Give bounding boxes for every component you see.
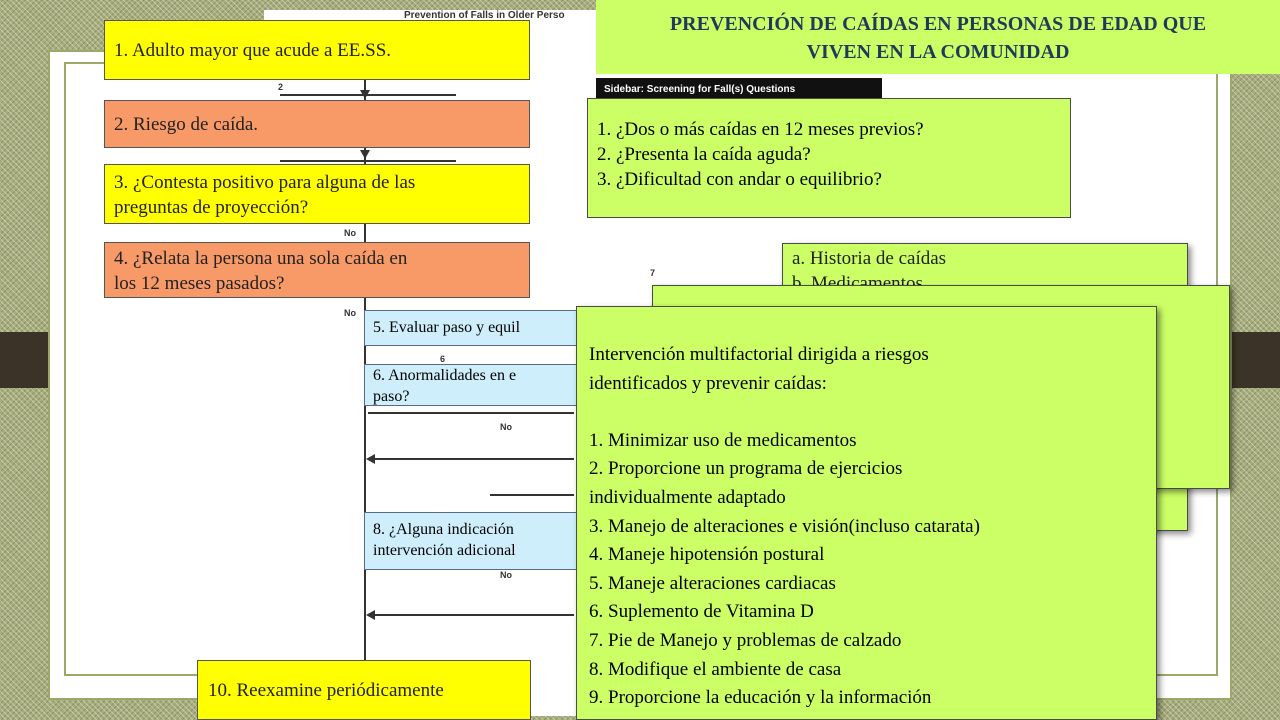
flow-arrow-2 — [360, 150, 370, 159]
intervention-item: individualmente adaptado — [589, 486, 786, 508]
flow-line-branch-5 — [490, 494, 574, 496]
step-6-text-line-1: 6. Anormalidades en e — [373, 367, 517, 384]
flow-line-branch-1 — [280, 94, 456, 96]
flow-arrow-left-2 — [366, 610, 375, 620]
assessment-item-b-overlay: b. Medicamentos — [792, 273, 923, 284]
slide-title-line-1: PREVENCIÓN DE CAÍDAS EN PERSONAS DE EDAD… — [669, 13, 1207, 35]
step-5-box: 5. Evaluar paso y equil — [364, 310, 578, 346]
step-3-text-line-1: 3. ¿Contesta positivo para alguna de las — [114, 172, 416, 193]
step-8-text-line-1: 8. ¿Alguna indicación — [373, 521, 514, 538]
intervention-box: Intervención multifactorial dirigida a r… — [576, 306, 1157, 720]
step-8-text-line-2: intervención adicional — [373, 542, 516, 559]
flow-line-branch-6 — [372, 614, 574, 616]
step-number-6: 6 — [440, 354, 446, 364]
step-number-7: 7 — [650, 268, 656, 278]
step-4-text-line-1: 4. ¿Relata la persona una sola caída en — [114, 248, 408, 269]
step-2-text: 2. Riesgo de caída. — [114, 114, 259, 135]
no-label: No — [344, 228, 356, 238]
step-8-box: 8. ¿Alguna indicación intervención adici… — [364, 512, 578, 570]
step-2-box: 2. Riesgo de caída. — [104, 100, 530, 148]
no-label: No — [500, 570, 512, 580]
intervention-item: 4. Maneje hipotensión postural — [589, 544, 825, 566]
slide-title: PREVENCIÓN DE CAÍDAS EN PERSONAS DE EDAD… — [596, 10, 1280, 66]
background-doc-heading: Prevention of Falls in Older Perso — [404, 10, 565, 21]
assessment-item-a-overlay: a. Historia de caídas — [792, 248, 947, 269]
intervention-item: 5. Maneje alteraciones cardiacas — [589, 572, 836, 594]
background-sidebar-heading: Sidebar: Screening for Fall(s) Questions — [604, 84, 796, 95]
flow-line-branch-4 — [372, 458, 574, 460]
intervention-heading-line-2: identificados y prevenir caídas: — [589, 372, 827, 394]
step-3-text-line-2: preguntas de proyección? — [114, 197, 309, 218]
step-6-text-line-2: paso? — [373, 388, 410, 405]
step-6-box: 6. Anormalidades en e paso? — [364, 364, 578, 406]
right-band — [1228, 332, 1280, 388]
intervention-item: 7. Pie de Manejo y problemas de calzado — [589, 629, 902, 651]
intervention-item: 6. Suplemento de Vitamina D — [589, 601, 814, 623]
step-10-text: 10. Reexamine periódicamente — [208, 680, 444, 701]
step-10-box: 10. Reexamine periódicamente — [197, 660, 531, 720]
flow-line-branch-2 — [280, 160, 456, 162]
no-label: No — [344, 308, 356, 318]
intervention-item: 3. Manejo de alteraciones e visión(inclu… — [589, 515, 980, 537]
screening-question-1: 1. ¿Dos o más caídas en 12 meses previos… — [597, 119, 924, 140]
intervention-spacer — [589, 398, 1156, 427]
no-label: No — [500, 422, 512, 432]
step-4-text-line-2: los 12 meses pasados? — [114, 273, 285, 294]
intervention-heading-line-1: Intervención multifactorial dirigida a r… — [589, 344, 929, 365]
intervention-item: 8. Modifique el ambiente de casa — [589, 658, 842, 680]
intervention-item: 1. Minimizar uso de medicamentos — [589, 429, 857, 451]
slide-title-line-2: VIVEN EN LA COMUNIDAD — [806, 41, 1070, 63]
step-3-box: 3. ¿Contesta positivo para alguna de las… — [104, 164, 530, 224]
screening-question-3: 3. ¿Dificultad con andar o equilibrio? — [597, 169, 882, 190]
intervention-item: 2. Proporcione un programa de ejercicios — [589, 458, 903, 480]
screening-questions-box: 1. ¿Dos o más caídas en 12 meses previos… — [587, 98, 1071, 218]
step-1-text: 1. Adulto mayor que acude a EE.SS. — [114, 40, 392, 61]
background-sidebar-header — [596, 78, 882, 100]
step-number-2: 2 — [278, 82, 284, 92]
step-1-box: 1. Adulto mayor que acude a EE.SS. — [104, 20, 530, 80]
step-5-text: 5. Evaluar paso y equil — [373, 319, 521, 336]
intervention-item: 9. Proporcione la educación y la informa… — [589, 687, 932, 709]
screening-question-2: 2. ¿Presenta la caída aguda? — [597, 144, 811, 165]
step-4-box: 4. ¿Relata la persona una sola caída en … — [104, 242, 530, 298]
flow-line-branch-3 — [368, 412, 574, 414]
assessment-box-visible-strip: a. Historia de caídas b. Medicamentos — [783, 244, 1187, 284]
flow-arrow-left-1 — [366, 454, 375, 464]
slide-title-box — [596, 0, 1280, 74]
